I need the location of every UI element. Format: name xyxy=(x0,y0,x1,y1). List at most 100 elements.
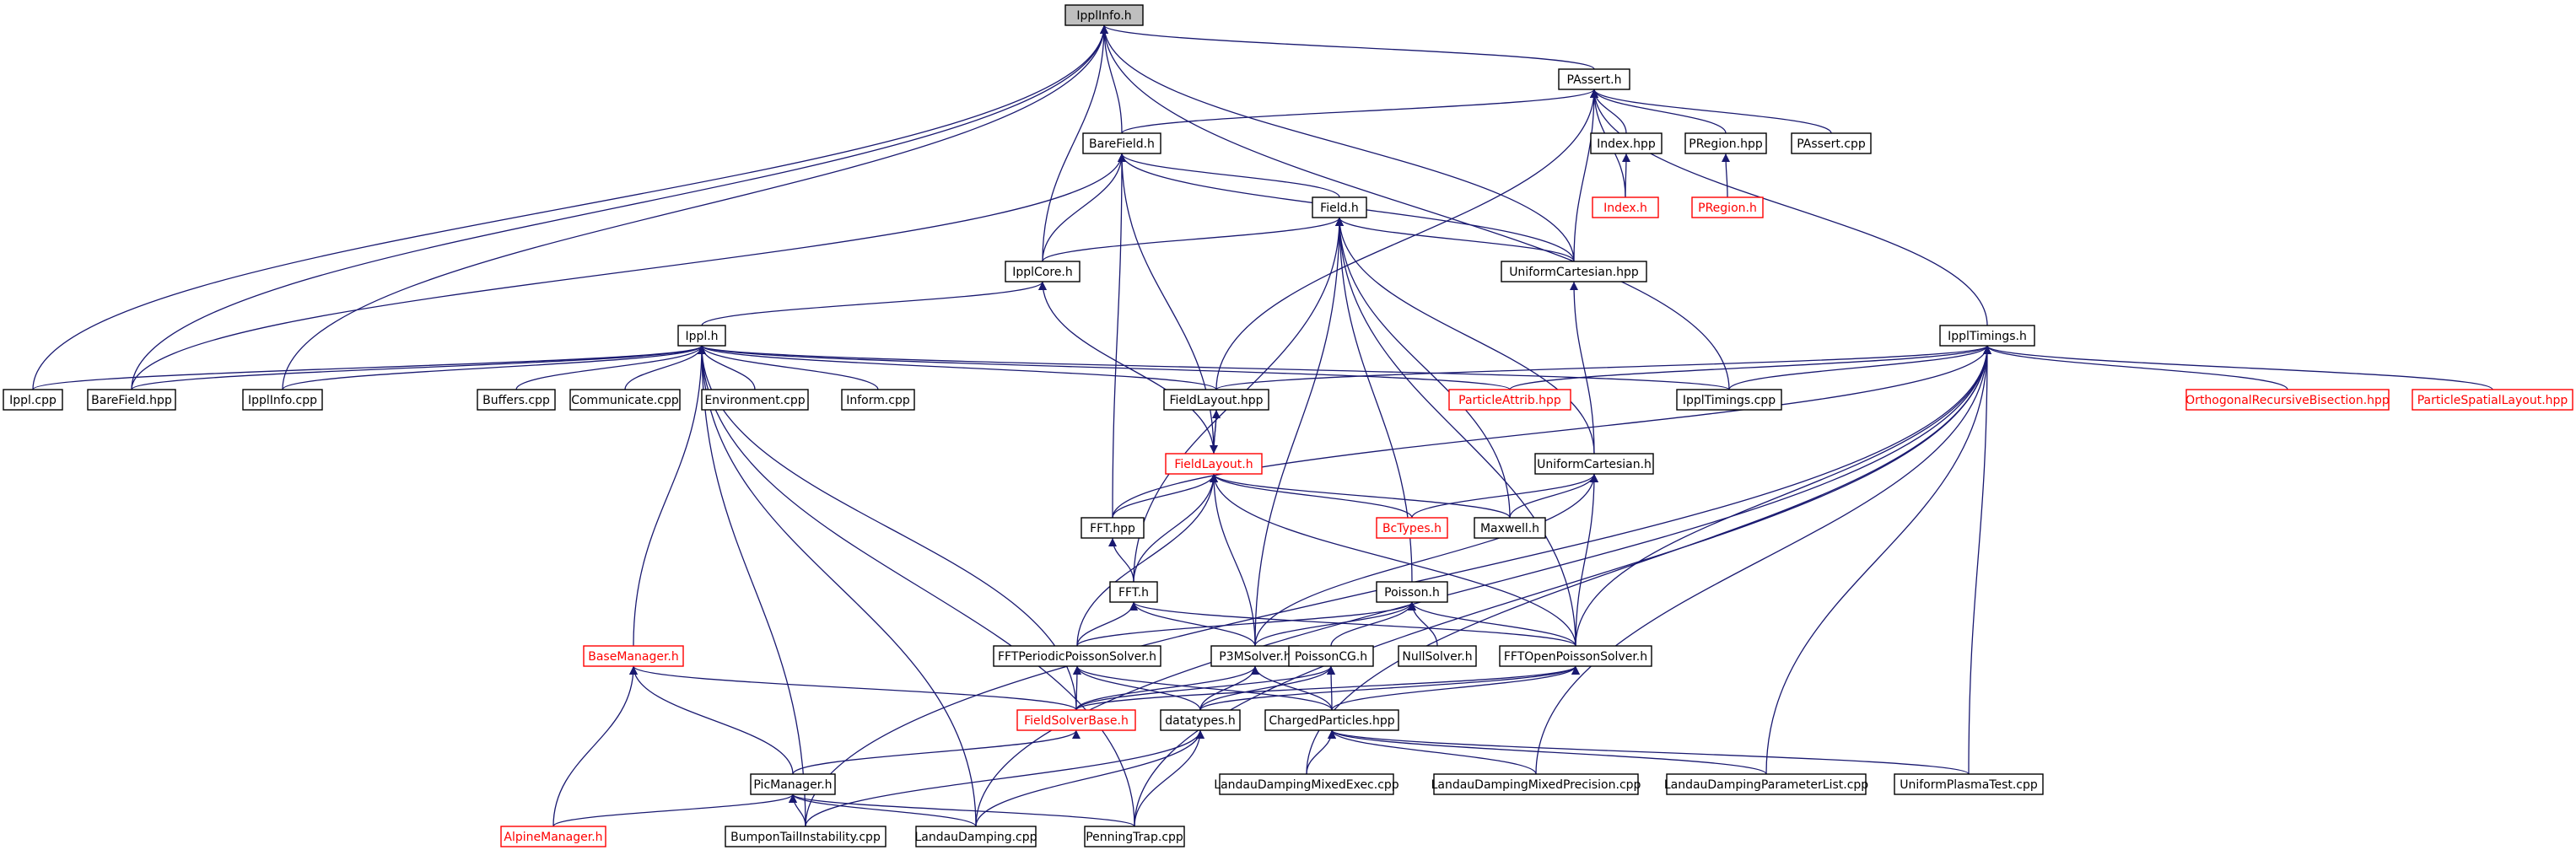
node-penningtrap-cpp[interactable]: PenningTrap.cpp xyxy=(1084,826,1185,847)
edge-barefield-hpp-to-barefield-h xyxy=(131,153,1126,390)
node-box xyxy=(1474,517,1546,539)
node-barefield-hpp[interactable]: BareField.hpp xyxy=(87,389,176,411)
node-ldparamlist-cpp[interactable]: LandauDampingParameterList.cpp xyxy=(1664,773,1868,795)
node-inform-cpp[interactable]: Inform.cpp xyxy=(841,389,915,411)
edge-particleattrib-hpp-to-ippl-h xyxy=(698,345,1511,390)
edge-fft-h-to-fieldlayout-h xyxy=(1133,473,1218,583)
edge-ippltimings-cpp-to-ippltimings-h xyxy=(1728,345,1991,390)
node-box xyxy=(3,389,63,411)
node-box xyxy=(1064,4,1144,26)
node-pregion-hpp[interactable]: PRegion.hpp xyxy=(1684,132,1767,154)
node-ippl-cpp[interactable]: Ippl.cpp xyxy=(3,389,63,411)
node-fft-h[interactable]: FFT.h xyxy=(1109,581,1158,603)
node-fieldsolverbase-h[interactable]: FieldSolverBase.h xyxy=(1016,709,1136,731)
node-label: FieldSolverBase.h xyxy=(1024,714,1129,728)
node-label: IpplCore.h xyxy=(1012,266,1073,279)
node-box xyxy=(1691,196,1764,218)
node-index-hpp[interactable]: Index.hpp xyxy=(1590,132,1663,154)
node-p3msolver-h[interactable]: P3MSolver.h xyxy=(1210,645,1300,667)
node-box xyxy=(1084,826,1185,847)
edge-p3msolver-h-to-fieldlayout-h xyxy=(1210,473,1256,647)
edge-inform-cpp-to-ippl-h xyxy=(698,345,879,390)
node-particlespatiallayout-hpp[interactable]: ParticleSpatialLayout.hpp xyxy=(2412,389,2573,411)
node-bctypes-h[interactable]: BcTypes.h xyxy=(1376,517,1448,539)
node-environment-cpp[interactable]: Environment.cpp xyxy=(701,389,809,411)
edge-fieldlayout-hpp-to-ippl-h xyxy=(698,345,1217,390)
node-index-h[interactable]: Index.h xyxy=(1592,196,1659,218)
node-box xyxy=(1501,261,1647,282)
node-box xyxy=(1558,68,1630,90)
node-fftopen-h[interactable]: FFTOpenPoissonSolver.h xyxy=(1499,645,1652,667)
edge-ldparamlist-cpp-to-ippltimings-h xyxy=(1765,345,1991,775)
node-label: ParticleSpatialLayout.hpp xyxy=(2417,394,2568,407)
edge-bumpontail-cpp-to-ippl-h xyxy=(698,345,806,827)
node-communicate-cpp[interactable]: Communicate.cpp xyxy=(569,389,681,411)
node-uniformplasmatest-cpp[interactable]: UniformPlasmaTest.cpp xyxy=(1894,773,2044,795)
edge-fftperiodic-h-to-poisson-h xyxy=(1076,601,1416,647)
node-pregion-h[interactable]: PRegion.h xyxy=(1691,196,1764,218)
node-label: BareField.hpp xyxy=(91,394,172,407)
node-field-h[interactable]: Field.h xyxy=(1312,196,1367,218)
node-label: FieldLayout.hpp xyxy=(1169,394,1263,407)
node-label: FFTOpenPoissonSolver.h xyxy=(1504,650,1647,664)
edge-layer xyxy=(32,24,2493,827)
edge-alpinemanager-h-to-picmanager-h xyxy=(552,794,797,827)
node-orb-hpp[interactable]: OrthogonalRecursiveBisection.hpp xyxy=(2185,389,2390,411)
edge-basemanager-h-to-ippl-h xyxy=(633,345,706,647)
node-landaudamping-cpp[interactable]: LandauDamping.cpp xyxy=(914,826,1037,847)
node-ldmixedprec-cpp[interactable]: LandauDampingMixedPrecision.cpp xyxy=(1431,773,1641,795)
node-box xyxy=(1398,645,1477,667)
node-label: PenningTrap.cpp xyxy=(1086,831,1183,844)
node-ippl-h[interactable]: Ippl.h xyxy=(677,325,726,347)
node-buffers-cpp[interactable]: Buffers.cpp xyxy=(477,389,556,411)
node-poissoncg-h[interactable]: PoissonCG.h xyxy=(1288,645,1374,667)
edge-picmanager-h-to-fieldsolverbase-h xyxy=(792,729,1081,775)
node-uniformcartesian-hpp[interactable]: UniformCartesian.hpp xyxy=(1501,261,1647,282)
node-box xyxy=(993,645,1161,667)
edge-index-h-to-index-hpp xyxy=(1621,153,1630,198)
node-barefield-h[interactable]: BareField.h xyxy=(1082,132,1161,154)
node-chargedparticles-hpp[interactable]: ChargedParticles.hpp xyxy=(1264,709,1399,731)
edge-ldparamlist-cpp-to-chargedparticles-hpp xyxy=(1328,729,1767,775)
node-box xyxy=(1433,773,1639,795)
node-nullsolver-h[interactable]: NullSolver.h xyxy=(1398,645,1477,667)
node-datatypes-h[interactable]: datatypes.h xyxy=(1160,709,1241,731)
node-basemanager-h[interactable]: BaseManager.h xyxy=(583,645,684,667)
edge-fieldlayout-hpp-to-ippltimings-h xyxy=(1215,345,1991,390)
node-label: BumponTailInstability.cpp xyxy=(730,831,881,844)
node-label: Poisson.h xyxy=(1384,586,1440,600)
node-maxwell-h[interactable]: Maxwell.h xyxy=(1474,517,1546,539)
node-passert-h[interactable]: PAssert.h xyxy=(1558,68,1630,90)
node-box xyxy=(1264,709,1399,731)
node-fft-hpp[interactable]: FFT.hpp xyxy=(1081,517,1145,539)
node-poisson-h[interactable]: Poisson.h xyxy=(1376,581,1448,603)
node-ipplcore-h[interactable]: IpplCore.h xyxy=(1005,261,1081,282)
edge-fft-h-to-fft-hpp xyxy=(1108,537,1134,583)
node-label: Field.h xyxy=(1320,202,1359,215)
edge-communicate-cpp-to-ippl-h xyxy=(624,345,706,390)
node-box xyxy=(750,773,836,795)
node-fieldlayout-h[interactable]: FieldLayout.h xyxy=(1165,453,1263,475)
node-fftperiodic-h[interactable]: FFTPeriodicPoissonSolver.h xyxy=(993,645,1161,667)
node-ippltimings-h[interactable]: IpplTimings.h xyxy=(1939,325,2035,347)
node-uniformcartesian-h[interactable]: UniformCartesian.h xyxy=(1534,453,1654,475)
node-passert-cpp[interactable]: PAssert.cpp xyxy=(1791,132,1872,154)
node-ipplinfo-cpp[interactable]: IpplInfo.cpp xyxy=(242,389,323,411)
edge-fieldsolverbase-h-to-fftperiodic-h xyxy=(1072,665,1081,711)
edge-fftopen-h-to-fft-h xyxy=(1129,601,1576,647)
node-bumpontail-cpp[interactable]: BumponTailInstability.cpp xyxy=(725,826,887,847)
node-box xyxy=(725,826,887,847)
node-particleattrib-hpp[interactable]: ParticleAttrib.hpp xyxy=(1448,389,1571,411)
node-picmanager-h[interactable]: PicManager.h xyxy=(750,773,836,795)
node-ipplinfo-h[interactable]: IpplInfo.h xyxy=(1064,4,1144,26)
node-label: NullSolver.h xyxy=(1402,650,1472,664)
node-ldmixedexec-cpp[interactable]: LandauDampingMixedExec.cpp xyxy=(1214,773,1399,795)
node-alpinemanager-h[interactable]: AlpineManager.h xyxy=(500,826,606,847)
edge-bctypes-h-to-fieldlayout-h xyxy=(1210,473,1413,519)
node-ippltimings-cpp[interactable]: IpplTimings.cpp xyxy=(1676,389,1782,411)
edge-p3msolver-h-to-field-h xyxy=(1254,217,1344,647)
node-fieldlayout-hpp[interactable]: FieldLayout.hpp xyxy=(1163,389,1269,411)
edge-penningtrap-cpp-to-picmanager-h xyxy=(789,794,1135,827)
edge-datatypes-h-to-fftperiodic-h xyxy=(1073,665,1201,711)
